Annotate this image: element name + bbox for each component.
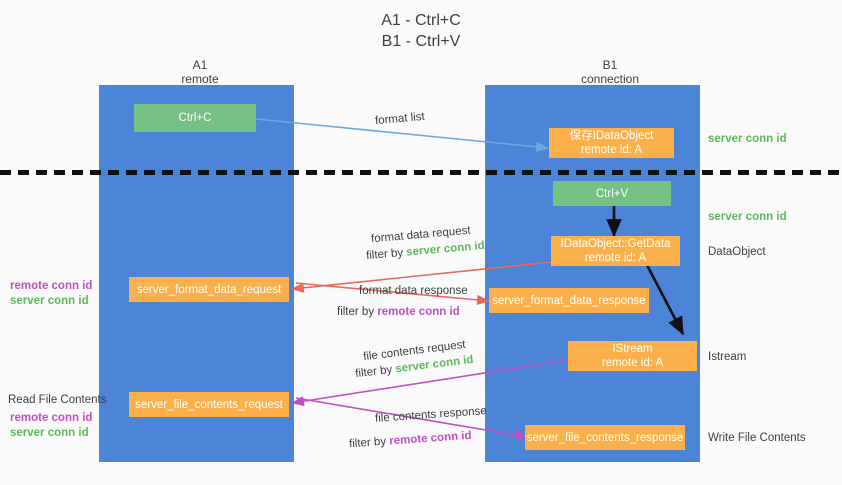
node-ctrl-c[interactable]: Ctrl+C bbox=[134, 104, 256, 132]
filter-prefix-3: filter by bbox=[354, 363, 397, 381]
edge-label-format-data-response-filter: filter by remote conn id bbox=[337, 305, 460, 320]
node-istream-line1: IStream bbox=[612, 343, 653, 355]
node-server-file-contents-response[interactable]: server_file_contents_response bbox=[525, 425, 685, 450]
column-a1-sub: remote bbox=[181, 72, 219, 86]
node-save-idataobject[interactable]: 保存IDataObject remote id: A bbox=[549, 128, 674, 158]
filter-key-remote-conn-id-2: remote conn id bbox=[388, 429, 472, 448]
node-istream-line2: remote id: A bbox=[601, 357, 664, 369]
annotation-right-dataobject: DataObject bbox=[708, 246, 766, 258]
node-server-file-contents-response-label: server_file_contents_response bbox=[526, 431, 684, 444]
title-line-2: B1 - Ctrl+V bbox=[381, 33, 461, 50]
column-header-b1: B1 connection bbox=[545, 58, 675, 86]
edge-label-file-contents-response: file contents response bbox=[374, 405, 488, 425]
edge-label-format-list: format list bbox=[374, 110, 426, 128]
annotation-left-read-file-contents: Read File Contents bbox=[8, 394, 107, 406]
node-getdata-line1: IDataObject::GetData bbox=[560, 238, 671, 250]
node-save-idataobject-line2: remote id: A bbox=[580, 144, 643, 156]
annotation-left-server-conn-id-1: server conn id bbox=[10, 295, 89, 307]
column-b1-name: B1 bbox=[602, 58, 618, 72]
node-getdata-line2: remote id: A bbox=[584, 252, 647, 264]
column-header-a1: A1 remote bbox=[140, 58, 260, 86]
node-ctrl-v[interactable]: Ctrl+V bbox=[553, 181, 671, 206]
phase-separator bbox=[0, 170, 842, 175]
filter-key-remote-conn-id-1: remote conn id bbox=[377, 306, 460, 318]
annotation-left-server-conn-id-2: server conn id bbox=[10, 427, 89, 439]
title-line-1: A1 - Ctrl+C bbox=[381, 12, 461, 29]
filter-prefix-1: filter by bbox=[365, 246, 407, 263]
node-server-format-data-request[interactable]: server_format_data_request bbox=[129, 277, 289, 302]
node-idataobject-getdata[interactable]: IDataObject::GetData remote id: A bbox=[551, 236, 680, 266]
node-server-format-data-request-label: server_format_data_request bbox=[136, 283, 282, 296]
filter-prefix-2: filter by bbox=[337, 306, 378, 318]
filter-prefix-4: filter by bbox=[348, 435, 390, 451]
node-ctrl-c-label: Ctrl+C bbox=[178, 112, 212, 124]
node-istream[interactable]: IStream remote id: A bbox=[568, 341, 697, 371]
page-title: A1 - Ctrl+C B1 - Ctrl+V bbox=[0, 10, 842, 52]
column-b1-sub: connection bbox=[580, 72, 640, 86]
node-server-file-contents-request[interactable]: server_file_contents_request bbox=[129, 392, 289, 417]
node-ctrl-v-label: Ctrl+V bbox=[595, 187, 629, 200]
node-server-format-data-response[interactable]: server_format_data_response bbox=[489, 288, 649, 313]
column-a1-name: A1 bbox=[192, 58, 208, 72]
node-save-idataobject-line1: 保存IDataObject bbox=[569, 130, 654, 142]
edge-label-format-data-response: format data response bbox=[359, 285, 468, 297]
annotation-right-server-conn-id-mid: server conn id bbox=[708, 211, 787, 223]
annotation-right-istream: Istream bbox=[708, 351, 747, 363]
node-server-file-contents-request-label: server_file_contents_request bbox=[135, 398, 283, 411]
annotation-left-remote-conn-id-2: remote conn id bbox=[10, 412, 93, 424]
annotation-right-write-file-contents: Write File Contents bbox=[708, 432, 806, 444]
node-server-format-data-response-label: server_format_data_response bbox=[492, 294, 646, 307]
annotation-right-server-conn-id-top: server conn id bbox=[708, 133, 787, 145]
edge-label-file-contents-response-filter: filter by remote conn id bbox=[349, 429, 472, 453]
annotation-left-remote-conn-id-1: remote conn id bbox=[10, 280, 93, 292]
